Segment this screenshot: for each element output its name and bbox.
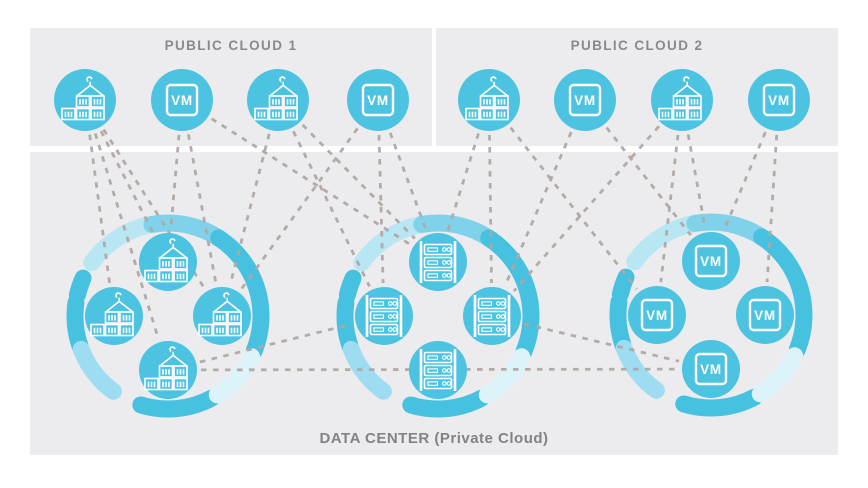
node-circle: [54, 69, 116, 131]
public-cloud-1-title: PUBLIC CLOUD 1: [165, 38, 298, 53]
vm-cluster-ring: [609, 213, 813, 417]
cloud2-vm-node-1: [554, 69, 616, 131]
cloud1-vm-node-2: [347, 69, 409, 131]
public-cloud-2-title: PUBLIC CLOUD 2: [571, 38, 704, 53]
node-circle: [193, 287, 251, 345]
cloud1-containers-node-2: [247, 69, 309, 131]
dc-vm-node-bottom: [682, 340, 740, 398]
dc-server-node-right: [463, 287, 521, 345]
dc-vm-node-top: [682, 232, 740, 290]
dc-server-node-left: [355, 287, 413, 345]
dc-containers-node-left: [85, 287, 143, 345]
cloud1-containers-node-1: [54, 69, 116, 131]
node-circle: [458, 69, 520, 131]
dc-server-node-top: [409, 233, 467, 291]
cloud2-containers-node-2: [651, 69, 713, 131]
dc-containers-node-right: [193, 287, 251, 345]
cloud1-vm-node-1: [151, 69, 213, 131]
data-center-title: DATA CENTER (Private Cloud): [319, 430, 548, 447]
dc-containers-node-bottom: [139, 341, 197, 399]
node-circle: [139, 341, 197, 399]
connection-lines: [88, 117, 779, 372]
dc-server-node-bottom: [409, 341, 467, 399]
node-circle: [247, 69, 309, 131]
dc-vm-node-right: [736, 286, 794, 344]
node-circle: [85, 287, 143, 345]
dc-containers-node-top: [139, 233, 197, 291]
cloud2-containers-node-1: [458, 69, 520, 131]
dc-vm-node-left: [628, 286, 686, 344]
cluster-rings: [66, 213, 813, 418]
node-circle: [139, 233, 197, 291]
container-cluster-ring: [66, 214, 270, 418]
cloud2-vm-node-2: [748, 69, 810, 131]
node-circle: [651, 69, 713, 131]
server-cluster-ring: [336, 214, 540, 418]
